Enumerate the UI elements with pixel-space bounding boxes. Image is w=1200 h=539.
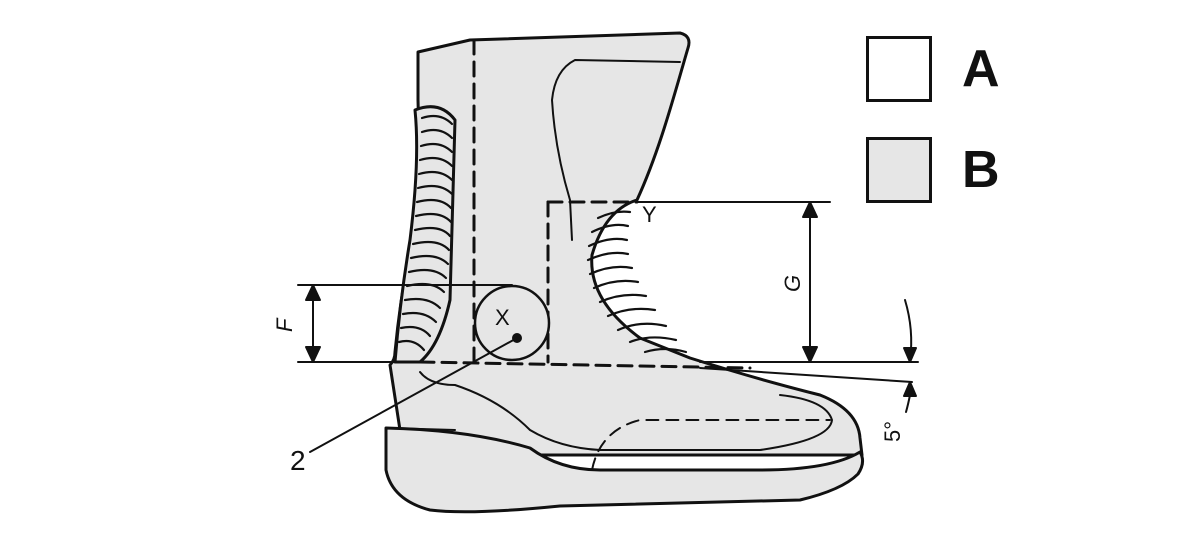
boot-shaft bbox=[388, 31, 864, 457]
toe-cap-dashed bbox=[591, 419, 831, 471]
dim-f bbox=[297, 284, 513, 363]
legend-label-b: B bbox=[962, 141, 1000, 199]
welt-line bbox=[385, 427, 456, 431]
label-2: 2 bbox=[290, 445, 306, 476]
back-bellows-ribs bbox=[397, 114, 454, 352]
toe-seam bbox=[419, 371, 833, 451]
dim-g bbox=[636, 201, 919, 363]
boot-sole bbox=[384, 426, 865, 514]
legend-label-a: A bbox=[962, 40, 1000, 98]
legend-swatch-white bbox=[866, 36, 932, 102]
label-f: F bbox=[272, 317, 297, 332]
leader-line-2 bbox=[309, 337, 518, 453]
legend-item-a: A bbox=[866, 36, 1166, 106]
label-angle: 5° bbox=[880, 421, 905, 442]
shaft-seam bbox=[551, 59, 681, 241]
dim-angle bbox=[699, 299, 917, 413]
label-x: X bbox=[495, 305, 510, 330]
front-bellows bbox=[586, 210, 688, 354]
label-g: G bbox=[780, 275, 805, 292]
ankle-circle bbox=[473, 284, 551, 362]
legend-item-b: B bbox=[866, 137, 1166, 207]
dashed-reference bbox=[418, 38, 752, 370]
legend-swatch-grey bbox=[866, 137, 932, 203]
label-y: Y bbox=[642, 202, 657, 227]
back-bellows bbox=[393, 105, 457, 364]
